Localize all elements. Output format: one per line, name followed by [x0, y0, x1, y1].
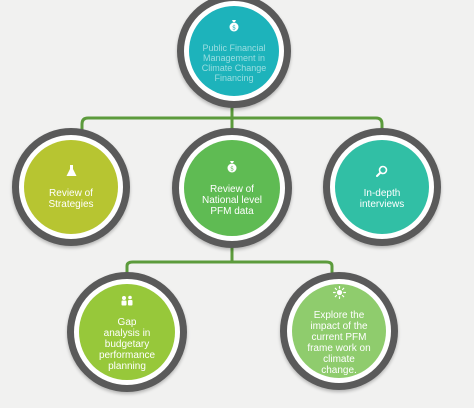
gap-analysis-label: Gap analysis in budgetary performance pl… [98, 316, 156, 372]
people-icon [120, 293, 134, 311]
root-label: Public Financial Management in Climate C… [201, 43, 267, 83]
svg-text:$: $ [232, 24, 236, 31]
root-node: $ Public Financial Management in Climate… [177, 0, 291, 108]
pfm-data-label: Review of National level PFM data [201, 183, 263, 217]
explore-impact-label: Explore the impact of the current PFM fr… [307, 310, 371, 376]
money-bag-icon: $ [228, 19, 240, 37]
money-bag-icon: $ [226, 160, 238, 178]
sun-icon [332, 285, 346, 304]
strategies-node: Review of Strategies [12, 128, 130, 246]
bottom-branch-line [125, 260, 334, 274]
interviews-node: In-depth interviews [323, 128, 441, 246]
flask-icon [66, 164, 77, 182]
interviews-label: In-depth interviews [359, 188, 405, 210]
explore-impact-node: Explore the impact of the current PFM fr… [280, 272, 398, 390]
magnifier-icon [376, 164, 388, 182]
pfm-data-node: $ Review of National level PFM data [172, 128, 292, 248]
gap-analysis-node: Gap analysis in budgetary performance pl… [67, 272, 187, 392]
svg-text:$: $ [230, 165, 234, 172]
strategies-label: Review of Strategies [48, 188, 94, 210]
